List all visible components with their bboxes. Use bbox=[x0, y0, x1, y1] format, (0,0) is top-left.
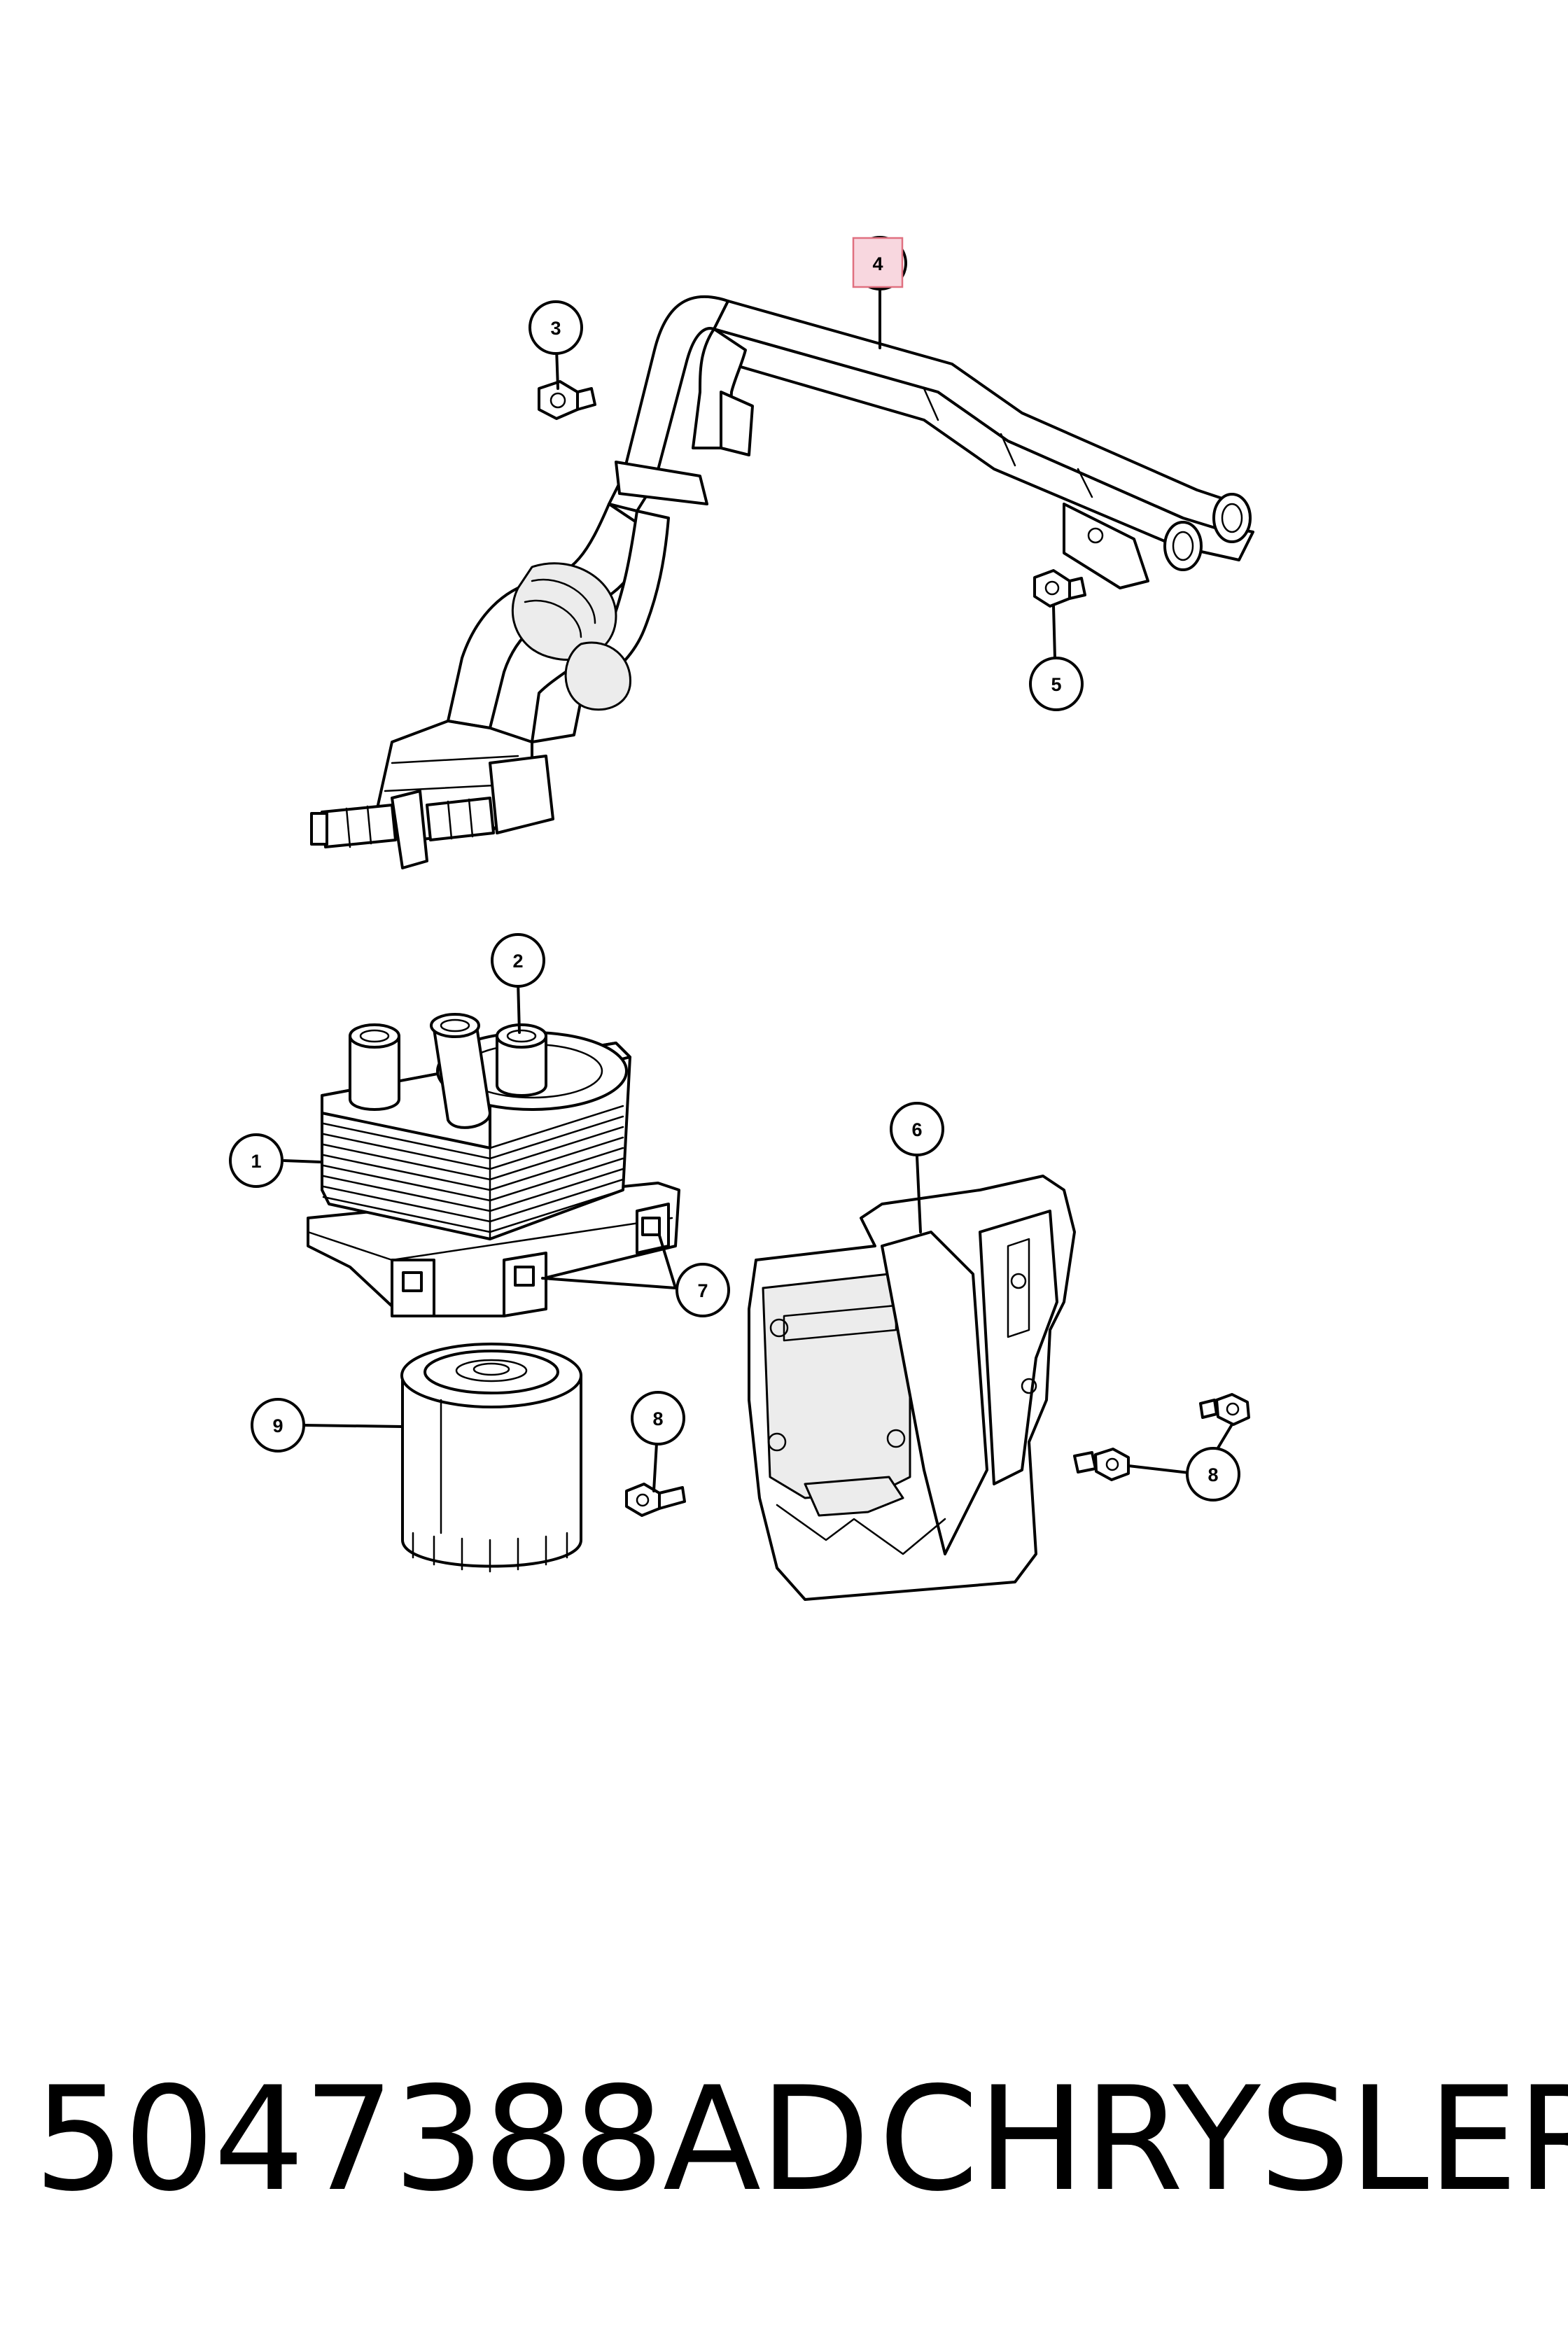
callout-2[interactable]: 2 bbox=[491, 933, 545, 988]
brand-name: CHRYSLER bbox=[878, 2057, 1568, 2223]
part-number: 5047388AD bbox=[34, 2057, 870, 2223]
oil-filter bbox=[400, 1343, 582, 1573]
callout-label: 1 bbox=[251, 1151, 261, 1172]
callout-4[interactable]: 4 bbox=[852, 236, 907, 290]
callout-3[interactable]: 3 bbox=[528, 300, 583, 355]
hose-assembly bbox=[310, 295, 1254, 869]
callout-label: 3 bbox=[550, 318, 561, 339]
callout-label: 8 bbox=[1208, 1464, 1218, 1485]
bolt-3 bbox=[538, 380, 596, 420]
callout-6[interactable]: 6 bbox=[890, 1102, 944, 1156]
callout-label: 8 bbox=[652, 1408, 663, 1429]
callout-5[interactable]: 5 bbox=[1029, 657, 1084, 711]
callout-8-right[interactable]: 8 bbox=[1186, 1447, 1240, 1502]
callout-9[interactable]: 9 bbox=[251, 1398, 305, 1452]
bolt-8-left bbox=[625, 1483, 686, 1517]
callout-1[interactable]: 1 bbox=[229, 1133, 284, 1188]
callout-label: 5 bbox=[1051, 674, 1061, 695]
oil-cooler bbox=[307, 1013, 680, 1317]
callout-label: 7 bbox=[697, 1280, 708, 1301]
callout-7[interactable]: 7 bbox=[676, 1263, 730, 1317]
bolt-8-right-upper bbox=[1199, 1393, 1250, 1426]
callout-label: 4 bbox=[872, 253, 883, 274]
callout-label: 9 bbox=[272, 1415, 283, 1436]
bolt-5 bbox=[1033, 569, 1086, 608]
heat-shield bbox=[748, 1175, 1076, 1601]
callout-8-left[interactable]: 8 bbox=[631, 1391, 685, 1446]
leader-lines bbox=[283, 287, 1233, 1492]
callout-label: 6 bbox=[911, 1119, 922, 1140]
bolt-8-right-lower bbox=[1073, 1448, 1130, 1481]
callout-label: 2 bbox=[512, 951, 523, 972]
